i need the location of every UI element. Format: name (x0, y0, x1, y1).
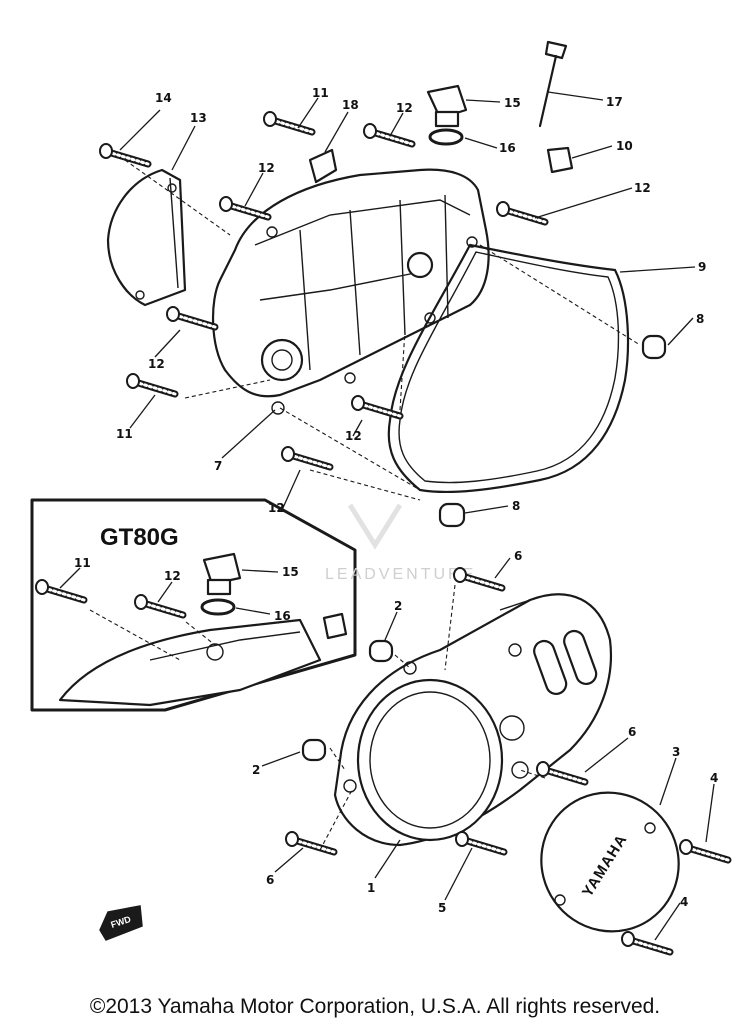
callout-14: 14 (155, 91, 172, 105)
callout-10: 10 (616, 139, 633, 153)
part-14-bolt (100, 144, 148, 164)
callout-15: 15 (504, 96, 521, 110)
part-12-bolt-c (497, 202, 545, 222)
callout-8-lower: 8 (512, 499, 520, 513)
part-12-bolt-a (364, 124, 412, 144)
gt80g-inset: GT80G 11 12 15 16 (30, 498, 357, 712)
part-6-bolt-top (454, 568, 502, 588)
part-13-small-cover (106, 168, 187, 307)
callout-18: 18 (342, 98, 359, 112)
crankcase-cover-top (212, 168, 490, 415)
callout-16-inset: 16 (274, 609, 291, 623)
callout-9: 9 (698, 260, 706, 274)
part-8-dowel-pin-lower (438, 502, 466, 528)
callout-8-top: 8 (696, 312, 704, 326)
part-15-filler-plug (426, 84, 468, 128)
callout-11-top: 11 (312, 86, 329, 100)
callout-5: 5 (438, 901, 446, 915)
callout-4-bottom: 4 (680, 895, 688, 909)
callout-16: 16 (499, 141, 516, 155)
part-16-o-ring (428, 128, 464, 146)
callout-15-inset: 15 (282, 565, 299, 579)
callout-2-upper: 2 (394, 599, 402, 613)
part-8-dowel-pin (641, 334, 667, 360)
part-12-bolt-d (167, 307, 215, 327)
part-4-screw-right (680, 840, 728, 860)
part-1-crankcase-cover (333, 593, 612, 847)
watermark-logo: LEADVENTURE (325, 503, 476, 583)
part-9-gasket (387, 243, 630, 494)
part-12-bolt-b (220, 197, 268, 217)
part-18-clip (308, 148, 338, 184)
callout-12-top: 12 (396, 101, 413, 115)
callout-17: 17 (606, 95, 623, 109)
callout-4-right: 4 (710, 771, 718, 785)
fwd-arrow-icon: FWD (99, 905, 143, 941)
part-11-bolt-top (264, 112, 312, 132)
callout-7: 7 (214, 459, 222, 473)
callout-11-inset: 11 (74, 556, 91, 570)
part-10-cap (546, 146, 574, 174)
inset-part-11-bolt (36, 580, 84, 600)
callout-3: 3 (672, 745, 680, 759)
callout-12-right: 12 (634, 181, 651, 195)
part-2-dowel-pin-upper (368, 639, 394, 663)
part-17-dipstick (538, 40, 568, 128)
callout-12-mid: 12 (258, 161, 275, 175)
callout-1: 1 (367, 881, 375, 895)
callout-6-right: 6 (628, 725, 636, 739)
callout-12-inset: 12 (164, 569, 181, 583)
part-6-bolt-left (286, 832, 334, 852)
callout-2-lower: 2 (252, 763, 260, 777)
callout-11-left: 11 (116, 427, 133, 441)
part-6-bolt-right (537, 762, 585, 782)
part-12-bolt-f (282, 447, 330, 467)
part-2-dowel-pin-lower (301, 738, 327, 762)
inset-title: GT80G (100, 524, 179, 551)
part-3-yamaha-cover: YAMAHA (540, 791, 680, 933)
watermark-text: LEADVENTURE (325, 566, 476, 583)
callout-12-center: 12 (345, 429, 362, 443)
part-5-bolt (456, 832, 504, 852)
part-11-bolt-left (127, 374, 175, 394)
copyright-notice: ©2013 Yamaha Motor Corporation, U.S.A. A… (89, 995, 661, 1018)
part-4-screw-bottom (622, 932, 670, 952)
callout-13: 13 (190, 111, 207, 125)
callout-6-left: 6 (266, 873, 274, 887)
inset-part-12-bolt (135, 595, 183, 615)
callout-12-left: 12 (148, 357, 165, 371)
callout-6-top: 6 (514, 549, 522, 563)
